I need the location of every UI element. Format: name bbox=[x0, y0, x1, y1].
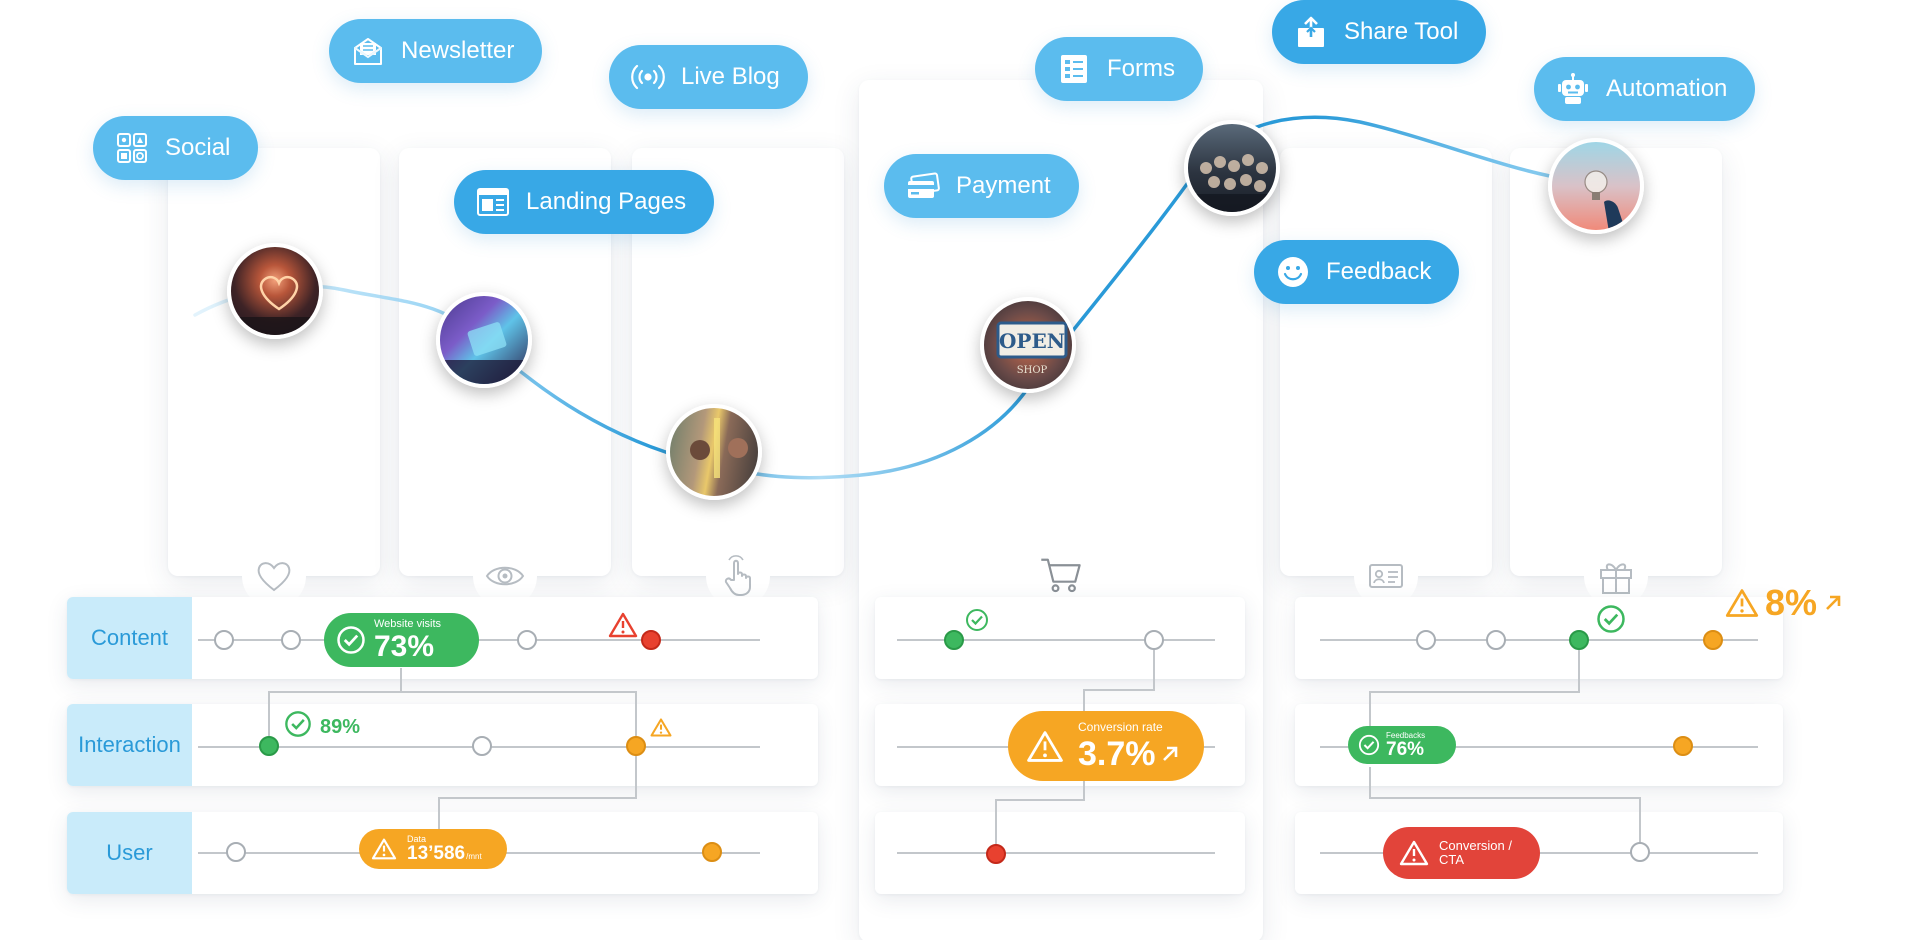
timeline-node-warning[interactable] bbox=[1703, 630, 1723, 650]
conversion-cta-label-line2: CTA bbox=[1439, 852, 1465, 867]
smiley-icon bbox=[1276, 255, 1310, 289]
website-visits-label: Website visits bbox=[374, 617, 442, 630]
content-right-value: 8% bbox=[1765, 582, 1818, 623]
timeline-node-error[interactable] bbox=[641, 630, 661, 650]
forms-label: Forms bbox=[1107, 55, 1175, 82]
feedback-label: Feedback bbox=[1326, 258, 1432, 285]
svg-text:OPEN: OPEN bbox=[999, 329, 1065, 353]
broadcast-icon bbox=[631, 60, 665, 94]
timeline-node-good[interactable] bbox=[259, 736, 279, 756]
envelope-icon bbox=[351, 34, 385, 68]
website-visits-value: 73% bbox=[374, 629, 435, 663]
timeline-node[interactable] bbox=[472, 736, 492, 756]
check-circle-icon bbox=[1358, 734, 1380, 756]
interaction-row-left: Interaction bbox=[67, 704, 818, 786]
user-row-label: User bbox=[67, 812, 192, 894]
interaction-row-label: Interaction bbox=[67, 704, 192, 786]
content-row-right bbox=[1295, 597, 1783, 679]
timeline-node[interactable] bbox=[1630, 842, 1650, 862]
robot-icon bbox=[1556, 72, 1590, 106]
landing-pages-label: Landing Pages bbox=[526, 188, 687, 215]
conversion-rate-badge[interactable]: Conversion rate 3.7% bbox=[1008, 711, 1204, 781]
live-blog-pill[interactable]: Live Blog bbox=[609, 45, 808, 109]
social-pill[interactable]: Social bbox=[93, 116, 259, 180]
warning-icon bbox=[1399, 840, 1429, 866]
warning-icon bbox=[608, 612, 638, 638]
timeline-node-warning[interactable] bbox=[702, 842, 722, 862]
check-circle-icon bbox=[966, 609, 988, 631]
social-grid-icon bbox=[115, 131, 149, 165]
timeline-node[interactable] bbox=[226, 842, 246, 862]
warning-icon bbox=[1725, 589, 1759, 617]
svg-text:SHOP: SHOP bbox=[1017, 365, 1048, 376]
webpage-icon bbox=[476, 185, 510, 219]
trend-up-icon bbox=[1826, 595, 1841, 610]
heart-lights-photo bbox=[227, 243, 323, 339]
conversion-cta-label-line1: Conversion / bbox=[1439, 837, 1512, 853]
check-circle-icon bbox=[336, 625, 366, 655]
crowd-photo bbox=[1184, 120, 1280, 216]
feedback-pill[interactable]: Feedback bbox=[1254, 240, 1460, 304]
feedbacks-label: Feedbacks bbox=[1386, 730, 1426, 740]
credit-card-icon bbox=[906, 169, 940, 203]
trend-up-icon bbox=[1162, 746, 1177, 761]
timeline-node[interactable] bbox=[214, 630, 234, 650]
social-label: Social bbox=[165, 134, 231, 161]
interaction-metric: 89% bbox=[284, 710, 360, 744]
lightbulb-photo bbox=[1548, 138, 1644, 234]
interaction-metric-value: 89% bbox=[320, 715, 361, 738]
journey-column-retention bbox=[1280, 148, 1492, 608]
feedbacks-badge[interactable]: Feedbacks 76% bbox=[1348, 726, 1456, 764]
timeline-node[interactable] bbox=[1486, 630, 1506, 650]
live-blog-label: Live Blog bbox=[681, 63, 780, 90]
timeline-node[interactable] bbox=[281, 630, 301, 650]
timeline-node[interactable] bbox=[1416, 630, 1436, 650]
open-shop-sign-photo: OPEN SHOP bbox=[980, 297, 1076, 393]
timeline-node-warning[interactable] bbox=[1673, 736, 1693, 756]
timeline-node-warning[interactable] bbox=[626, 736, 646, 756]
landing-pages-pill[interactable]: Landing Pages bbox=[454, 170, 715, 234]
check-circle-icon bbox=[1597, 605, 1625, 633]
people-talking-photo bbox=[666, 404, 762, 500]
data-label: Data bbox=[407, 834, 427, 844]
content-row-middle bbox=[875, 597, 1245, 679]
payment-pill[interactable]: Payment bbox=[884, 154, 1079, 218]
warning-icon bbox=[650, 718, 672, 737]
form-list-icon bbox=[1057, 52, 1091, 86]
website-visits-badge[interactable]: Website visits 73% bbox=[324, 613, 479, 667]
share-tool-pill[interactable]: Share Tool bbox=[1272, 0, 1487, 64]
timeline-node[interactable] bbox=[1144, 630, 1164, 650]
automation-label: Automation bbox=[1606, 75, 1728, 102]
share-upload-icon bbox=[1294, 15, 1328, 49]
journey-column-awareness bbox=[168, 148, 380, 608]
timeline-node-good[interactable] bbox=[1569, 630, 1589, 650]
feedbacks-value: 76% bbox=[1386, 738, 1425, 760]
content-row-label: Content bbox=[67, 597, 192, 679]
forms-pill[interactable]: Forms bbox=[1035, 37, 1203, 101]
newsletter-pill[interactable]: Newsletter bbox=[329, 19, 543, 83]
data-value: 13’586 bbox=[407, 843, 466, 864]
timeline-node-error[interactable] bbox=[986, 844, 1006, 864]
content-right-metric: 8% bbox=[1725, 582, 1843, 624]
warning-icon bbox=[371, 838, 397, 860]
data-badge[interactable]: Data 13’586 /mnt bbox=[359, 829, 507, 869]
payment-label: Payment bbox=[956, 172, 1051, 199]
conversion-rate-value: 3.7% bbox=[1078, 735, 1156, 773]
share-tool-label: Share Tool bbox=[1344, 18, 1459, 45]
conversion-rate-label: Conversion rate bbox=[1078, 720, 1163, 734]
timeline-node-good[interactable] bbox=[944, 630, 964, 650]
timeline-node[interactable] bbox=[517, 630, 537, 650]
conversion-cta-badge[interactable]: Conversion / CTA bbox=[1383, 827, 1540, 879]
automation-pill[interactable]: Automation bbox=[1534, 57, 1756, 121]
journey-column-purchase bbox=[859, 80, 1263, 940]
newsletter-label: Newsletter bbox=[401, 37, 515, 64]
warning-icon bbox=[1026, 730, 1064, 763]
data-unit: /mnt bbox=[466, 852, 482, 861]
check-circle-icon bbox=[284, 710, 312, 744]
